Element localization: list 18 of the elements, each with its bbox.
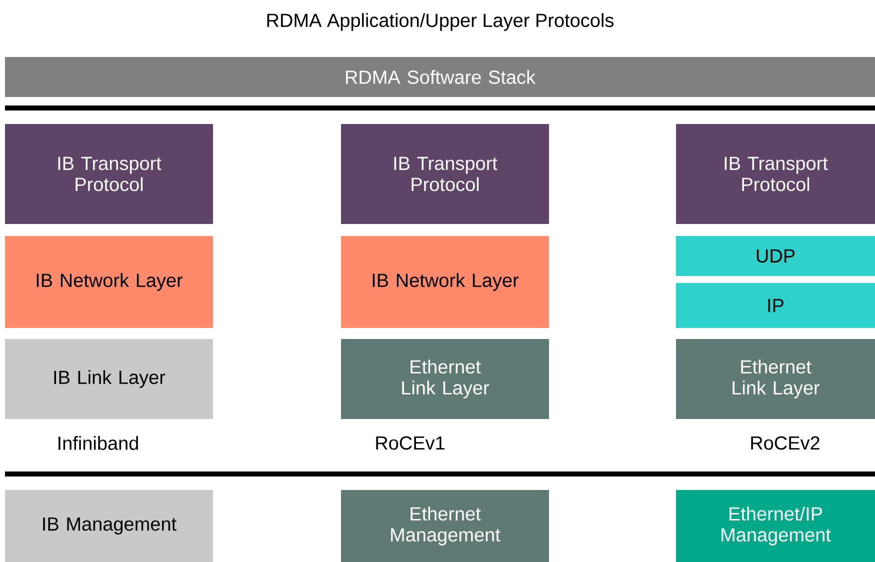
column-label: RoCEv2: [751, 436, 820, 450]
layer-box: IB Transport Protocol: [676, 124, 875, 224]
title: RDMA Application/Upper Layer Protocols: [267, 13, 614, 31]
layer-box: UDP: [676, 236, 875, 276]
management-box: Ethernet Management: [341, 490, 549, 562]
management-box: Ethernet/IP Management: [676, 490, 875, 562]
column-label: Infiniband: [58, 436, 138, 450]
layer-box: IB Transport Protocol: [341, 124, 549, 224]
management-box: IB Management: [5, 490, 213, 562]
layer-box: IB Transport Protocol: [5, 124, 213, 224]
layer-box: IP: [676, 283, 875, 328]
column-label: RoCEv1: [376, 436, 444, 450]
layer-box: Ethernet Link Layer: [341, 339, 549, 419]
layer-box: IB Link Layer: [5, 339, 213, 419]
layer-box: Ethernet Link Layer: [676, 339, 875, 419]
stack-bar: RDMA Software Stack: [5, 57, 875, 97]
layer-box: IB Network Layer: [341, 236, 549, 328]
layer-box: IB Network Layer: [5, 236, 213, 328]
